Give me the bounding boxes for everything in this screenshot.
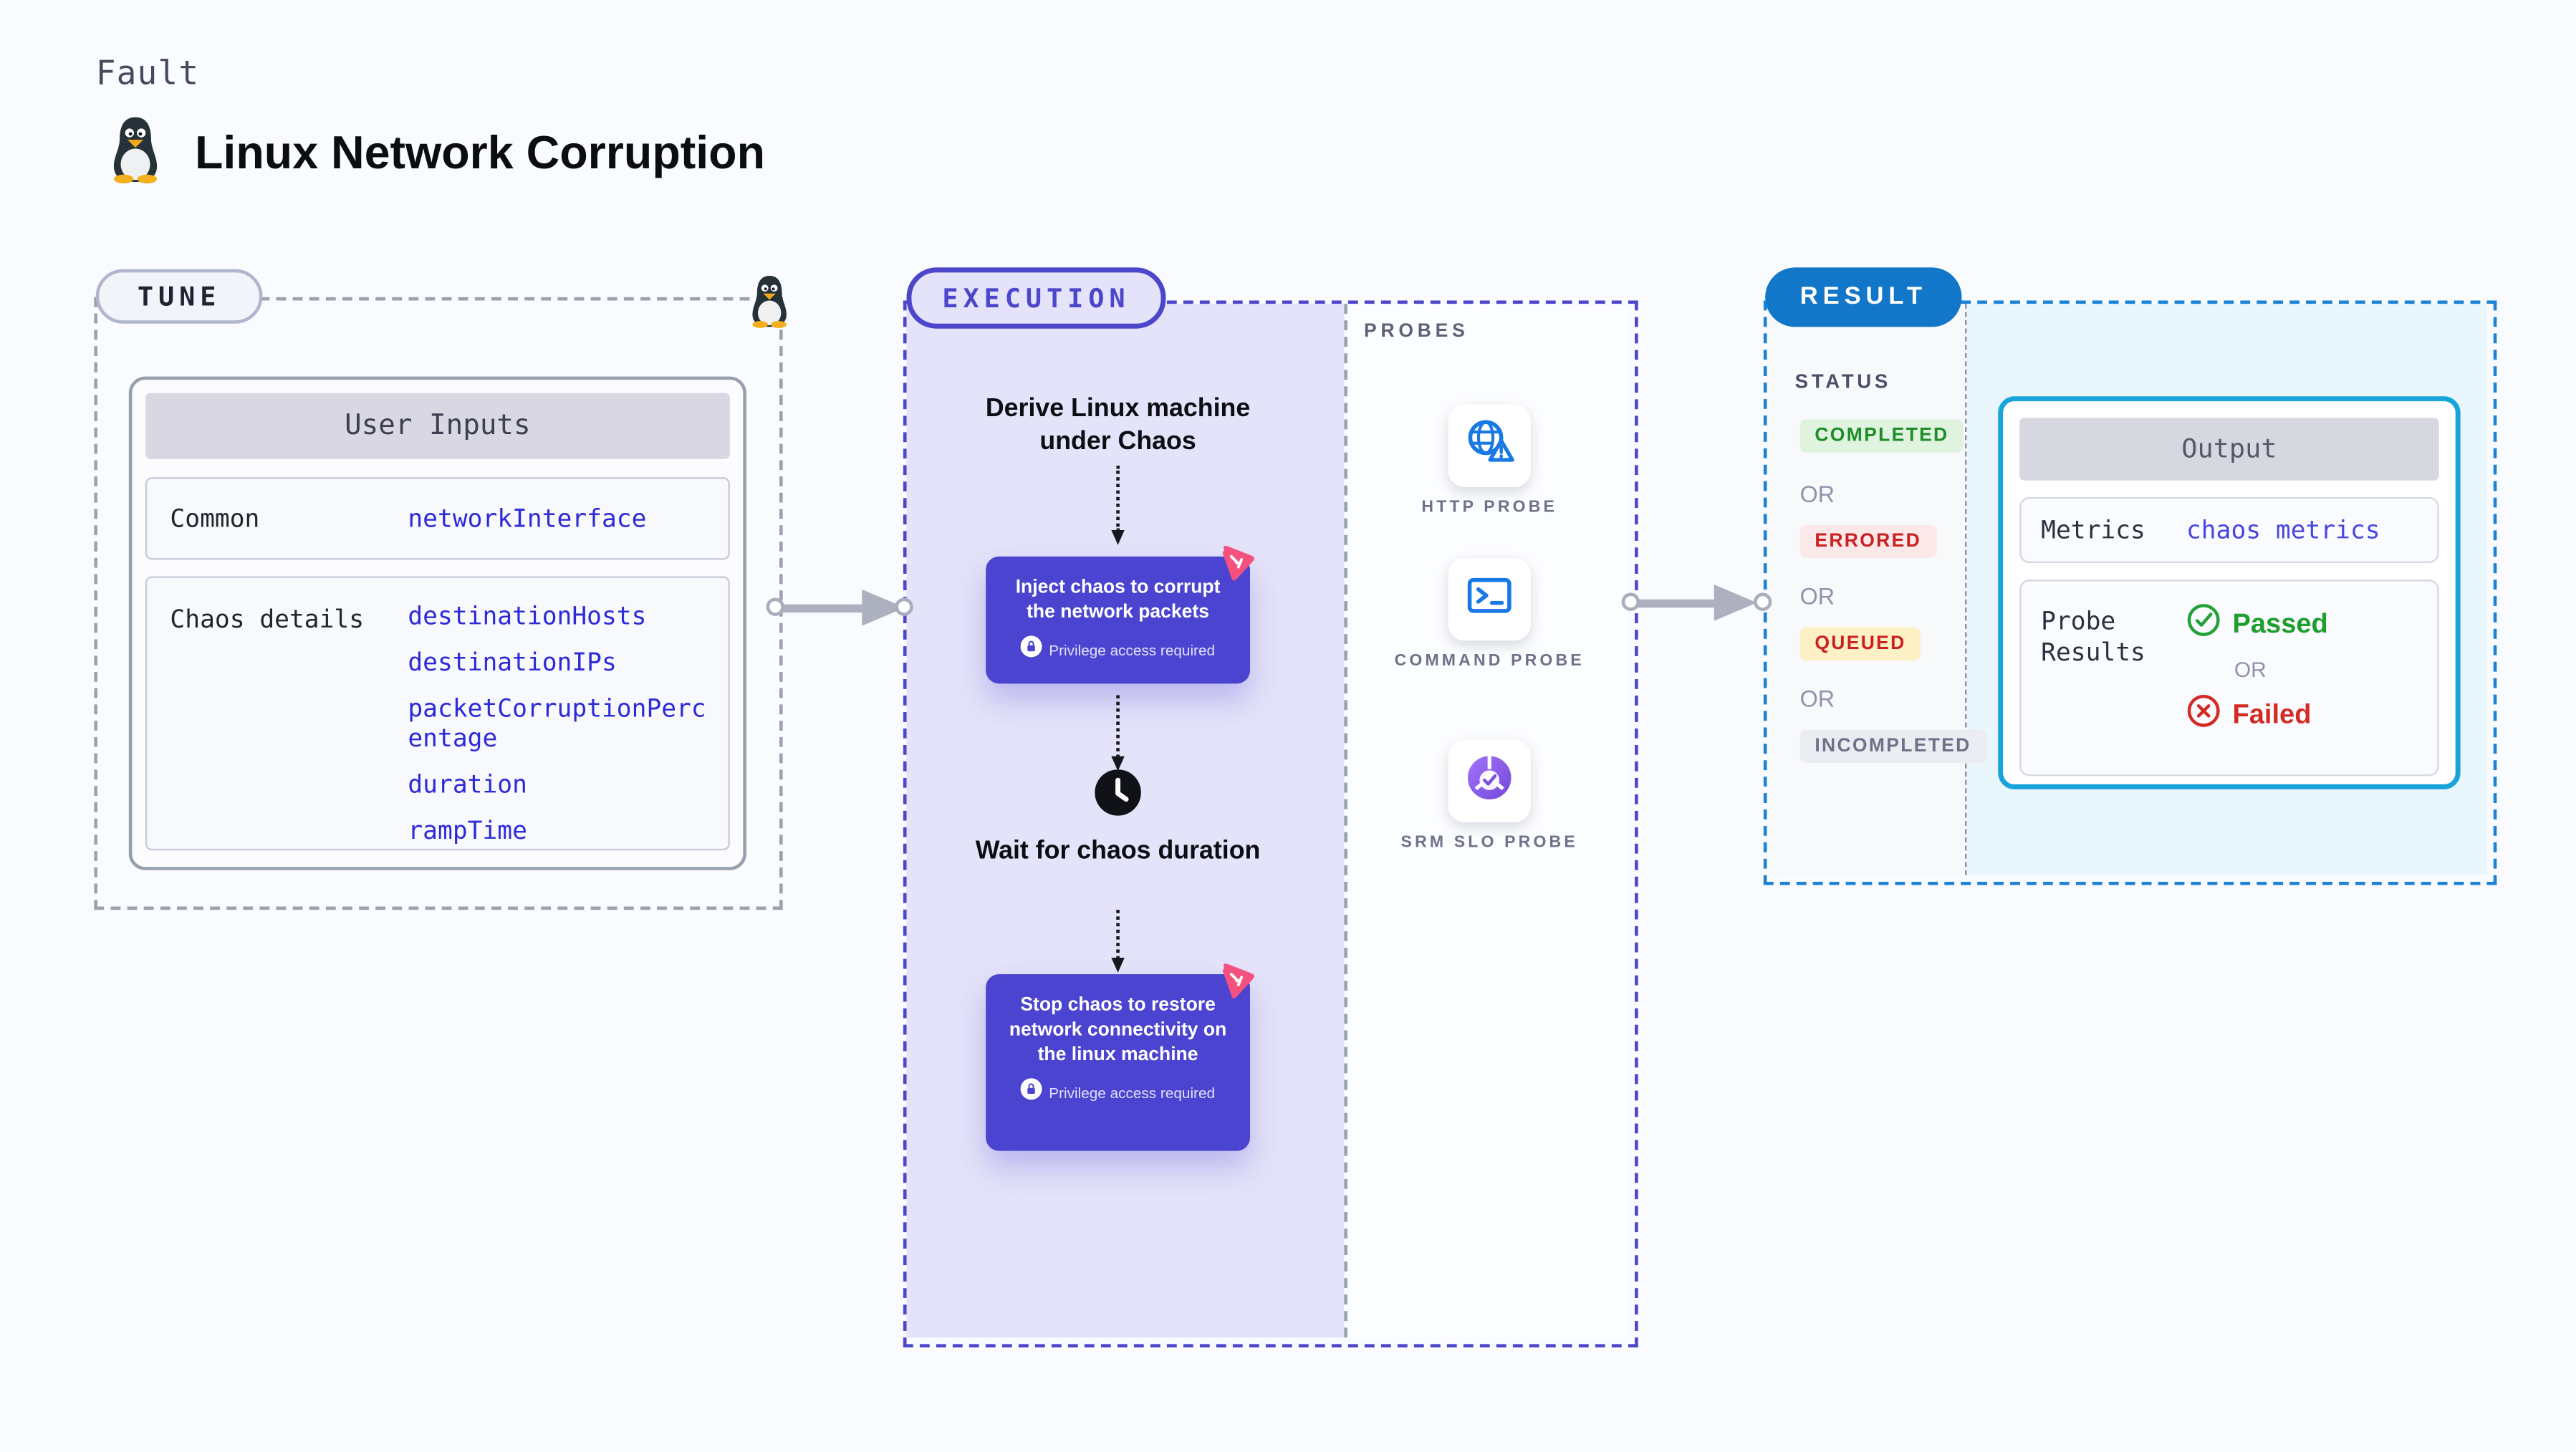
privilege-note: Privilege access required [1001,1078,1235,1107]
passed-label: Passed [2232,608,2328,638]
connector-dot [895,597,913,616]
status-badge-incompleted: INCOMPLETED [1799,729,1986,763]
wait-step-text: Wait for chaos duration [975,837,1261,865]
row-label: Chaos details [170,604,365,635]
connector-dot [1621,592,1640,611]
inject-chaos-text: Inject chaos to corrupt the network pack… [1015,577,1221,623]
row-label: Common [170,504,260,534]
execution-section-box [903,300,1638,1347]
probe-results-label: Probe Results [2041,605,2145,668]
privilege-note: Privilege access required [1001,635,1235,665]
probes-heading: PROBES [1364,322,1469,342]
terminal-icon [1460,566,1519,634]
failed-label: Failed [2232,699,2312,729]
user-inputs-card: User Inputs Common networkInterface Chao… [128,376,746,870]
fault-category-label: Fault [95,52,200,93]
chaos-logo-icon [1213,958,1258,1002]
page-title: Linux Network Corruption [195,127,766,178]
execution-panel-bg [906,304,1345,1338]
flow-arrow-tune-to-execution [781,603,865,612]
chaos-logo-icon [1213,540,1258,585]
clock-icon [1095,769,1141,816]
chaos-param: destinationIPs [408,647,617,678]
flow-connector [1111,466,1125,545]
output-card: Output Metrics chaos metrics Probe Resul… [1998,396,2461,789]
srm-slo-probe-card [1448,739,1531,822]
http-probe-label: HTTP PROBE [1421,499,1558,517]
metrics-value: chaos metrics [2186,515,2380,545]
row-value: networkInterface [408,504,647,534]
command-probe-label: COMMAND PROBE [1394,652,1585,670]
output-header: Output [2019,418,2439,481]
metrics-row: Metrics chaos metrics [2019,496,2439,564]
x-circle-icon [2186,693,2221,736]
linux-penguin-icon [104,112,167,185]
failed-line: Failed [2186,693,2328,736]
status-badge-queued: QUEUED [1799,627,1921,661]
table-row-chaos-details: Chaos details destinationHosts destinati… [145,576,730,851]
status-badge-errored: ERRORED [1799,525,1936,559]
flow-connector [1111,910,1125,973]
status-heading: STATUS [1794,370,1891,393]
or-separator: OR [1799,685,1835,712]
result-divider [1965,304,1967,875]
slo-donut-icon [1460,747,1519,815]
stop-chaos-node: Stop chaos to restore network connectivi… [986,974,1250,1151]
probes-divider [1344,304,1347,1338]
chaos-param: duration [408,769,527,799]
result-section-pill: RESULT [1765,267,1962,327]
probe-results-row: Probe Results Passed OR [2019,580,2439,777]
passed-line: Passed [2186,602,2328,645]
lock-icon [1021,635,1043,665]
srm-slo-probe-label: SRM SLO PROBE [1400,834,1578,852]
status-badge-completed: COMPLETED [1799,419,1964,453]
flow-arrow-execution-to-result [1636,598,1718,607]
connector-dot [1754,592,1772,611]
chaos-param: destinationHosts [408,601,647,631]
connector-dot [766,597,784,616]
inject-chaos-node: Inject chaos to corrupt the network pack… [986,556,1250,684]
derive-step-text: Derive Linux machine under Chaos [985,394,1251,456]
privilege-note-text: Privilege access required [1049,642,1216,659]
execution-section-pill: EXECUTION [906,267,1166,329]
globe-alert-icon [1460,412,1519,480]
privilege-note-text: Privilege access required [1049,1085,1216,1102]
arrowhead [1714,583,1757,620]
tune-penguin-icon [745,271,794,330]
or-separator: OR [1799,582,1835,610]
tune-section-pill: TUNE [95,269,263,324]
chaos-param: rampTime [408,815,527,846]
stop-chaos-text: Stop chaos to restore network connectivi… [1009,995,1227,1065]
chaos-param: packetCorruptionPercentage [408,693,706,754]
metrics-label: Metrics [2041,514,2145,544]
or-separator: OR [2234,657,2267,683]
flow-connector [1111,695,1125,771]
result-status-panel-bg [1767,304,1966,875]
table-row-common: Common networkInterface [145,477,730,560]
lock-icon [1021,1078,1043,1107]
http-probe-card [1448,404,1531,488]
check-circle-icon [2186,602,2221,645]
result-section-box [1763,300,2497,885]
probe-results-values: Passed OR Failed [2186,581,2328,774]
row-values: destinationHosts destinationIPs packetCo… [408,578,728,849]
user-inputs-header: User Inputs [145,393,730,459]
or-separator: OR [1799,480,1835,507]
command-probe-card [1448,558,1531,641]
